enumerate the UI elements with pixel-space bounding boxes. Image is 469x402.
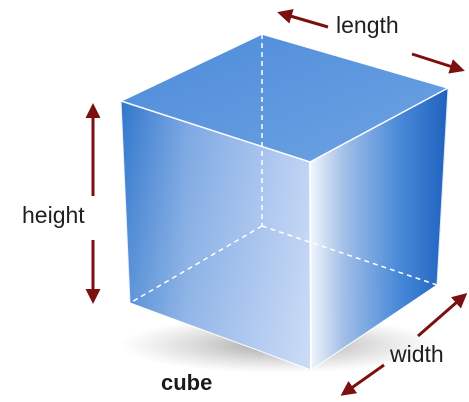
hidden-edge-right [261,225,438,286]
hidden-edge-left [129,225,263,304]
cube-bottom-front-edge [129,302,312,371]
cube-front-highlight [121,101,311,370]
cube-back-right-edge [436,87,449,286]
cube-top-face [121,34,448,162]
cube-bottom-side-edge [310,284,438,371]
width-label: width [390,341,444,367]
cube-front-right-edge [309,161,312,371]
cube-front-left-edge [120,100,131,304]
length-arrow-left [277,9,329,29]
cube-caption: cube [161,370,213,395]
length-arrow-right [411,52,465,74]
height-label: height [22,202,85,228]
length-label: length [336,12,399,38]
width-arrow-up [417,293,468,338]
width-arrow-down [340,363,385,396]
cube-side-face [310,88,448,370]
